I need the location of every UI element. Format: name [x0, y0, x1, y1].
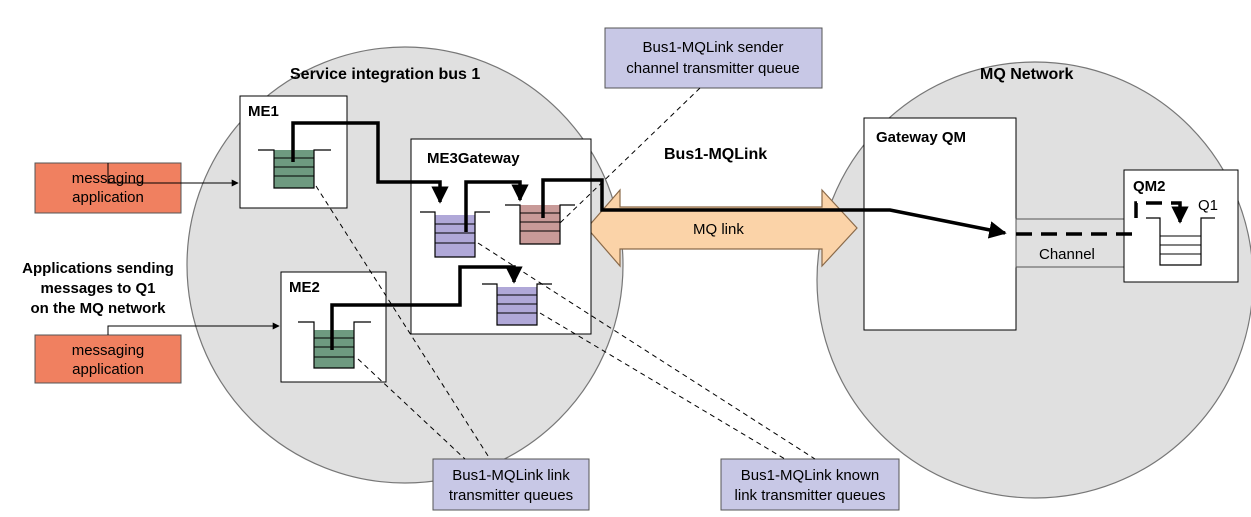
gateway-qm-box — [863, 117, 1017, 331]
app1-arrow — [107, 163, 239, 187]
side-label-3: on the MQ network — [31, 300, 167, 317]
qm2-label: QM2 — [1133, 178, 1166, 195]
callout-link-queues — [432, 458, 590, 511]
app2-line1: messaging — [72, 342, 145, 359]
callout-known-line1: Bus1-MQLink known — [741, 467, 879, 484]
message-flow-me1 — [291, 121, 449, 204]
side-label-1: Applications sending — [22, 260, 174, 277]
q1-queue — [1146, 217, 1215, 266]
gateway-label: ME3Gateway — [427, 150, 520, 167]
callout-sender-line1: Bus1-MQLink sender — [643, 39, 784, 56]
app2-arrow — [107, 322, 280, 335]
qm2-box — [1123, 169, 1239, 283]
me2-queue — [298, 321, 371, 369]
gateway-queue-link-2 — [482, 283, 552, 326]
me2-label: ME2 — [289, 279, 320, 296]
network-title: MQ Network — [980, 66, 1073, 83]
channel-band — [1015, 218, 1125, 268]
channel-flow — [1016, 201, 1189, 236]
bus-title: Service integration bus 1 — [290, 66, 480, 83]
mq-link-label: MQ link — [693, 221, 744, 238]
gateway-queue-sender — [505, 204, 575, 245]
callout-known-queues — [720, 458, 900, 511]
me1-label: ME1 — [248, 103, 279, 120]
app1-line2: application — [72, 189, 144, 206]
link-name: Bus1-MQLink — [664, 146, 767, 163]
gateway-qm-label: Gateway QM — [876, 129, 966, 146]
callout-known-line2: link transmitter queues — [735, 487, 886, 504]
callout-link-line1: Bus1-MQLink link — [452, 467, 570, 484]
message-flow-me2 — [330, 265, 523, 350]
callout-leaders — [315, 87, 816, 460]
channel-label: Channel — [1039, 246, 1095, 263]
gateway-queue-link-1 — [420, 211, 490, 258]
message-flow-gateway — [464, 178, 1007, 239]
callout-link-line2: transmitter queues — [449, 487, 573, 504]
callout-sender-line2: channel transmitter queue — [626, 60, 799, 77]
app2-line2: application — [72, 361, 144, 378]
side-label-2: messages to Q1 — [40, 280, 155, 297]
q1-label: Q1 — [1198, 197, 1218, 214]
callout-sender-queue — [604, 27, 823, 89]
